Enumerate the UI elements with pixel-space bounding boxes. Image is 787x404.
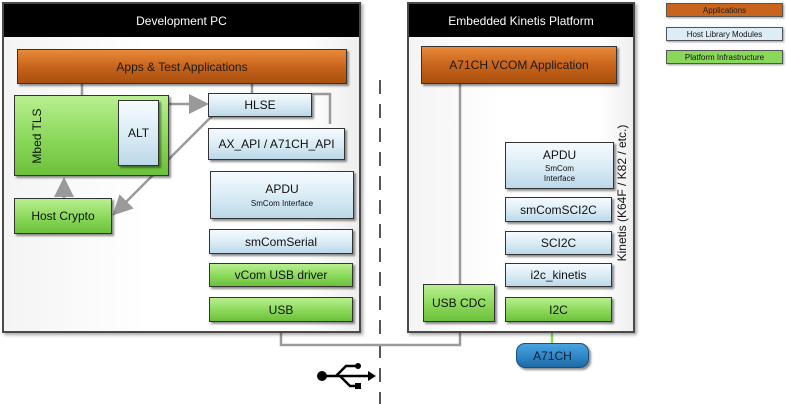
smcomsci2c-label: smComSCI2C <box>520 202 597 217</box>
apdu-kinetis-box[interactable]: APDU SmCom Interface <box>505 142 614 189</box>
kinetis-platform-title: Embedded Kinetis Platform <box>409 4 633 37</box>
kinetis-side-label: Kinetis (K64F / K82 / etc.) <box>615 124 629 262</box>
apps-test-applications-label: Apps & Test Applications <box>116 59 248 74</box>
alt-label: ALT <box>127 126 150 140</box>
mbedtls-label: Mbed TLS <box>30 107 44 164</box>
a71ch-vcom-application-box[interactable]: A71CH VCOM Application <box>421 46 617 84</box>
sci2c-box[interactable]: SCI2C <box>505 231 612 255</box>
smcomsci2c-box[interactable]: smComSCI2C <box>505 197 612 222</box>
legend-applications-label: Applications <box>702 5 747 15</box>
legend-host-library: Host Library Modules <box>666 27 783 41</box>
a71ch-vcom-application-label: A71CH VCOM Application <box>449 58 589 72</box>
i2c-box[interactable]: I2C <box>505 297 612 322</box>
vcom-usb-driver-box[interactable]: vCom USB driver <box>209 263 353 287</box>
sci2c-label: SCI2C <box>540 236 577 250</box>
development-pc-title: Development PC <box>4 4 359 37</box>
usb-cable-line <box>279 322 462 347</box>
legend-applications: Applications <box>666 3 783 17</box>
apps-test-applications-box[interactable]: Apps & Test Applications <box>17 49 347 84</box>
i2c-kinetis-label: i2c_kinetis <box>530 268 587 282</box>
usb-host-label: USB <box>268 302 294 317</box>
alt-box[interactable]: ALT <box>118 100 159 166</box>
usb-host-box[interactable]: USB <box>209 297 353 322</box>
ax-api-box[interactable]: AX_API / A71CH_API <box>208 128 345 160</box>
host-crypto-label: Host Crypto <box>31 209 95 223</box>
i2c-label: I2C <box>549 302 568 317</box>
smcomserial-label: smComSerial <box>244 234 317 249</box>
legend-host-library-label: Host Library Modules <box>686 29 763 39</box>
apdu-host-label: APDU <box>265 181 299 196</box>
hlse-box[interactable]: HLSE <box>208 93 312 117</box>
apdu-host-sublabel: SmCom Interface <box>250 198 314 208</box>
hlse-label: HLSE <box>244 98 276 112</box>
usb-cdc-label: USB CDC <box>431 296 486 310</box>
usb-symbol-ring <box>355 363 361 369</box>
a71ch-chip-label: A71CH <box>533 348 572 363</box>
smcomserial-box[interactable]: smComSerial <box>209 229 353 254</box>
apdu-kinetis-sublabel-2: Interface <box>543 173 576 183</box>
vcom-usb-driver-label: vCom USB driver <box>234 268 328 282</box>
i2c-kinetis-box[interactable]: i2c_kinetis <box>505 263 612 287</box>
apdu-kinetis-sublabel-1: SmCom <box>545 163 574 173</box>
a71ch-chip-box[interactable]: A71CH <box>516 343 589 368</box>
legend-platform-infra-label: Platform Infrastructure <box>684 52 765 62</box>
usb-cdc-box[interactable]: USB CDC <box>423 284 495 322</box>
host-crypto-box[interactable]: Host Crypto <box>14 198 112 234</box>
usb-symbol-dot <box>317 371 327 381</box>
apdu-kinetis-label: APDU <box>542 147 577 162</box>
usb-symbol-square <box>355 383 361 389</box>
usb-symbol-arrowhead <box>368 371 376 381</box>
ax-api-label: AX_API / A71CH_API <box>218 137 335 151</box>
apdu-host-box[interactable]: APDU SmCom Interface <box>210 171 354 219</box>
legend-platform-infra: Platform Infrastructure <box>666 50 783 64</box>
